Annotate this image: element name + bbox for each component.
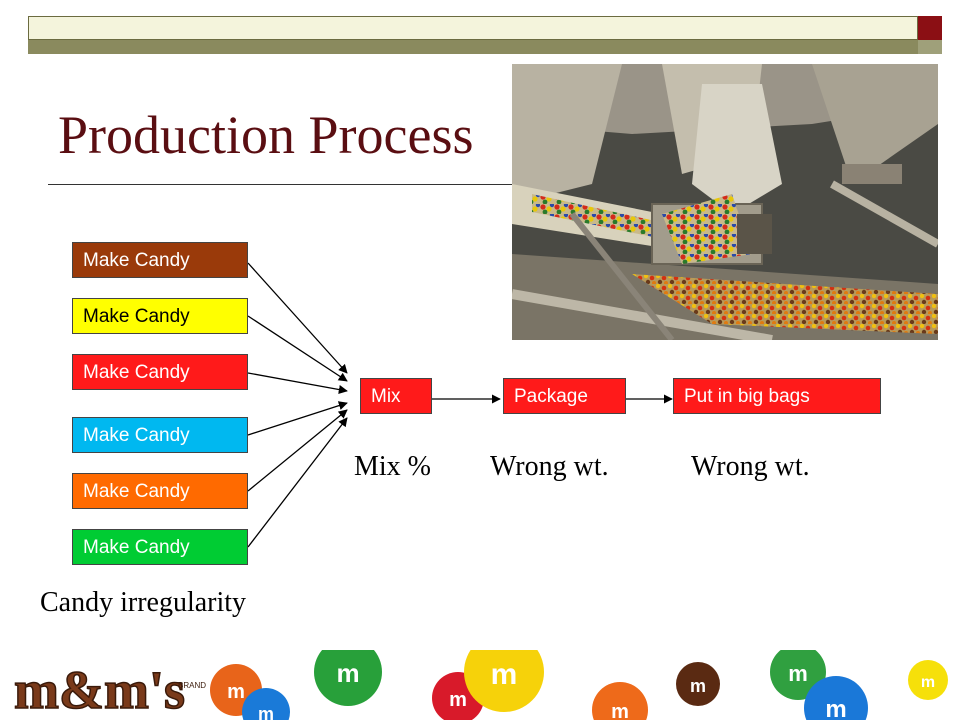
svg-text:m: m: [690, 676, 706, 696]
caption-candy: Candy irregularity: [40, 587, 247, 618]
package-label: Package: [514, 386, 588, 407]
factory-photo: [512, 64, 938, 340]
arrow-make5-mix: [247, 409, 348, 492]
make-candy-box-green: Make Candy: [72, 529, 248, 565]
make-candy-label: Make Candy: [83, 362, 190, 383]
header-accent-red: [918, 16, 942, 40]
svg-text:m: m: [227, 681, 245, 703]
svg-text:m: m: [491, 658, 518, 691]
big-bags-box: Put in big bags: [673, 378, 881, 414]
make-candy-label: Make Candy: [83, 481, 190, 502]
svg-text:m: m: [921, 674, 935, 691]
header-bar: [28, 16, 918, 40]
header-accent-olive: [918, 40, 942, 54]
title-underline: [48, 184, 518, 185]
svg-text:m: m: [788, 661, 808, 686]
make-candy-label: Make Candy: [83, 537, 190, 558]
mix-box: Mix: [360, 378, 432, 414]
make-candy-label: Make Candy: [83, 306, 190, 327]
arrow-make4-mix: [247, 401, 348, 436]
mms-logo: m&m's BRAND: [8, 656, 206, 720]
arrow-make6-mix: [247, 417, 348, 548]
slide-title: Production Process: [58, 105, 474, 165]
caption-bags: Wrong wt.: [691, 451, 810, 482]
make-candy-box-blue: Make Candy: [72, 417, 248, 453]
make-candy-label: Make Candy: [83, 425, 190, 446]
svg-text:m: m: [449, 689, 467, 711]
caption-package: Wrong wt.: [490, 451, 609, 482]
svg-text:m: m: [825, 696, 846, 720]
svg-text:m: m: [258, 704, 274, 720]
make-candy-box-yellow: Make Candy: [72, 298, 248, 334]
header-bar-lower: [28, 40, 918, 54]
package-box: Package: [503, 378, 626, 414]
svg-text:m: m: [611, 701, 629, 720]
arrow-make2-mix: [247, 315, 348, 382]
make-candy-box-red: Make Candy: [72, 354, 248, 390]
make-candy-box-orange: Make Candy: [72, 473, 248, 509]
make-candy-box-brown: Make Candy: [72, 242, 248, 278]
candy-footer: m&m's BRAND m m m m m m m m m m: [8, 650, 948, 720]
mix-label: Mix: [371, 386, 401, 407]
arrow-make1-mix: [247, 262, 348, 374]
arrow-make3-mix: [247, 372, 348, 395]
logo-text: m&m's: [14, 660, 185, 720]
make-candy-label: Make Candy: [83, 250, 190, 271]
big-bags-label: Put in big bags: [684, 386, 810, 407]
logo-subtext: BRAND: [178, 681, 206, 690]
caption-mix: Mix %: [354, 451, 431, 482]
svg-text:m: m: [336, 658, 359, 688]
